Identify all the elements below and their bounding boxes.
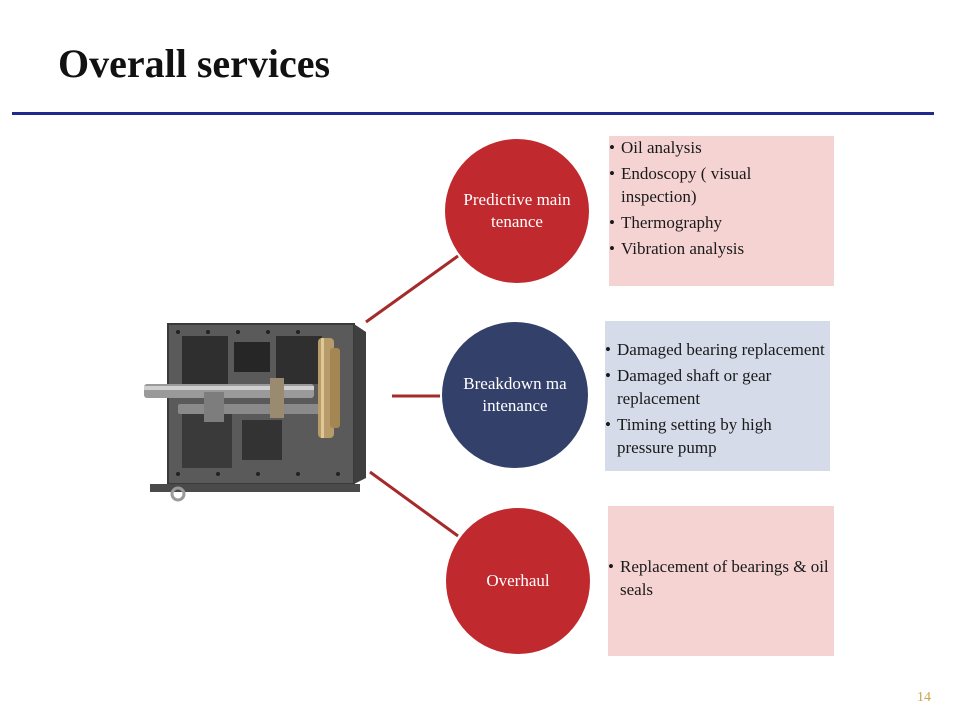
list-item: Damaged bearing replacement	[605, 338, 826, 361]
predictive-maintenance-circle: Predictive maintenance	[445, 139, 589, 283]
page-number: 14	[917, 690, 931, 705]
predictive-maintenance-label: Predictive maintenance	[463, 190, 571, 231]
list-item: Vibration analysis	[609, 237, 830, 260]
list-item: Damaged shaft or gear replacement	[605, 364, 826, 410]
list-item: Thermography	[609, 211, 830, 234]
breakdown-maintenance-label: Breakdown maintenance	[463, 374, 567, 415]
list-item: Oil analysis	[609, 136, 830, 159]
title-underline	[12, 112, 934, 115]
breakdown-maintenance-circle: Breakdown maintenance	[442, 322, 588, 468]
list-item: Replacement of bearings & oil seals	[608, 555, 834, 601]
gearbox-icon	[144, 323, 366, 502]
connector-predictive	[365, 254, 459, 324]
overhaul-label: Overhaul	[486, 571, 550, 590]
overhaul-circle: Overhaul	[446, 508, 590, 654]
list-item: Timing setting by high pressure pump	[605, 413, 826, 459]
breakdown-maintenance-box: Damaged bearing replacement Damaged shaf…	[605, 321, 830, 471]
list-item: Endoscopy ( visual inspection)	[609, 162, 830, 208]
predictive-maintenance-box: Oil analysis Endoscopy ( visual inspecti…	[609, 136, 834, 286]
slide-title: Overall services	[58, 41, 331, 86]
connector-overhaul	[369, 470, 459, 538]
overhaul-box: Replacement of bearings & oil seals	[608, 506, 834, 656]
